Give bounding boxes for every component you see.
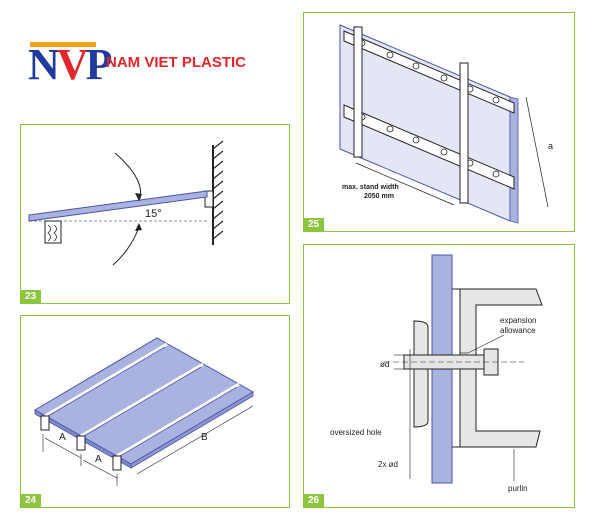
company-name: NAM VIET PLASTIC: [106, 54, 247, 71]
figure-26-panel: expansion allowance ød oversized hole 2x…: [303, 244, 575, 508]
dimension-line-a1: [44, 437, 82, 459]
expansion-label-line1: expansion: [500, 316, 536, 325]
logo-monogram: NVP: [28, 40, 112, 89]
company-logo: NVP NAM VIET PLASTIC: [28, 40, 268, 90]
support-post: [44, 220, 62, 244]
logo-accent-bar: [30, 42, 96, 47]
width-dimension-line: [355, 162, 455, 206]
figure-25-panel: max. stand width 2050 mm a 25: [303, 12, 575, 232]
dimension-line-a2: [82, 459, 118, 479]
figure-25-diagram: max. stand width 2050 mm a: [339, 24, 553, 224]
figure-24-diagram: A A B: [33, 337, 255, 486]
figure-number-24: 24: [20, 494, 42, 508]
sloped-sheet: [28, 190, 208, 222]
top-rail: [343, 30, 515, 114]
figure-23-panel: 15° 23: [20, 124, 290, 304]
bottom-brackets: [40, 415, 122, 471]
purlin-label: purlin: [508, 484, 528, 493]
width-label-line2: 2050 mm: [364, 193, 394, 200]
side-label: a: [548, 141, 553, 151]
figure-number-26: 26: [303, 494, 325, 508]
figure-number-25: 25: [303, 218, 325, 232]
dimension-label-a1: A: [59, 432, 66, 443]
dimension-line-b: [136, 405, 254, 475]
angle-label: 15°: [145, 208, 162, 220]
figure-number-23: 23: [20, 290, 42, 304]
purlin-profile: [459, 288, 543, 448]
side-dimension-line: [525, 96, 549, 208]
width-label-line1: max. stand width: [342, 184, 399, 191]
figure-26-diagram: expansion allowance ød oversized hole 2x…: [330, 254, 543, 493]
diameter-label: ød: [380, 360, 389, 369]
profile-ribs: [44, 342, 240, 458]
bottom-rail: [343, 104, 515, 190]
wall-hatching: [212, 140, 224, 240]
figure-24-panel: A A B 24: [20, 315, 290, 508]
dimension-label-a2: A: [95, 454, 102, 465]
oversized-hole-label: oversized hole: [330, 428, 382, 437]
double-diameter-label: 2x ød: [378, 460, 398, 469]
expansion-label-line2: allowance: [500, 326, 536, 335]
washer: [413, 320, 429, 428]
angle-arc-bottom: [112, 226, 140, 266]
dimension-label-b: B: [201, 432, 208, 443]
figure-23-diagram: 15°: [28, 140, 224, 266]
vertical-posts: [353, 26, 469, 204]
